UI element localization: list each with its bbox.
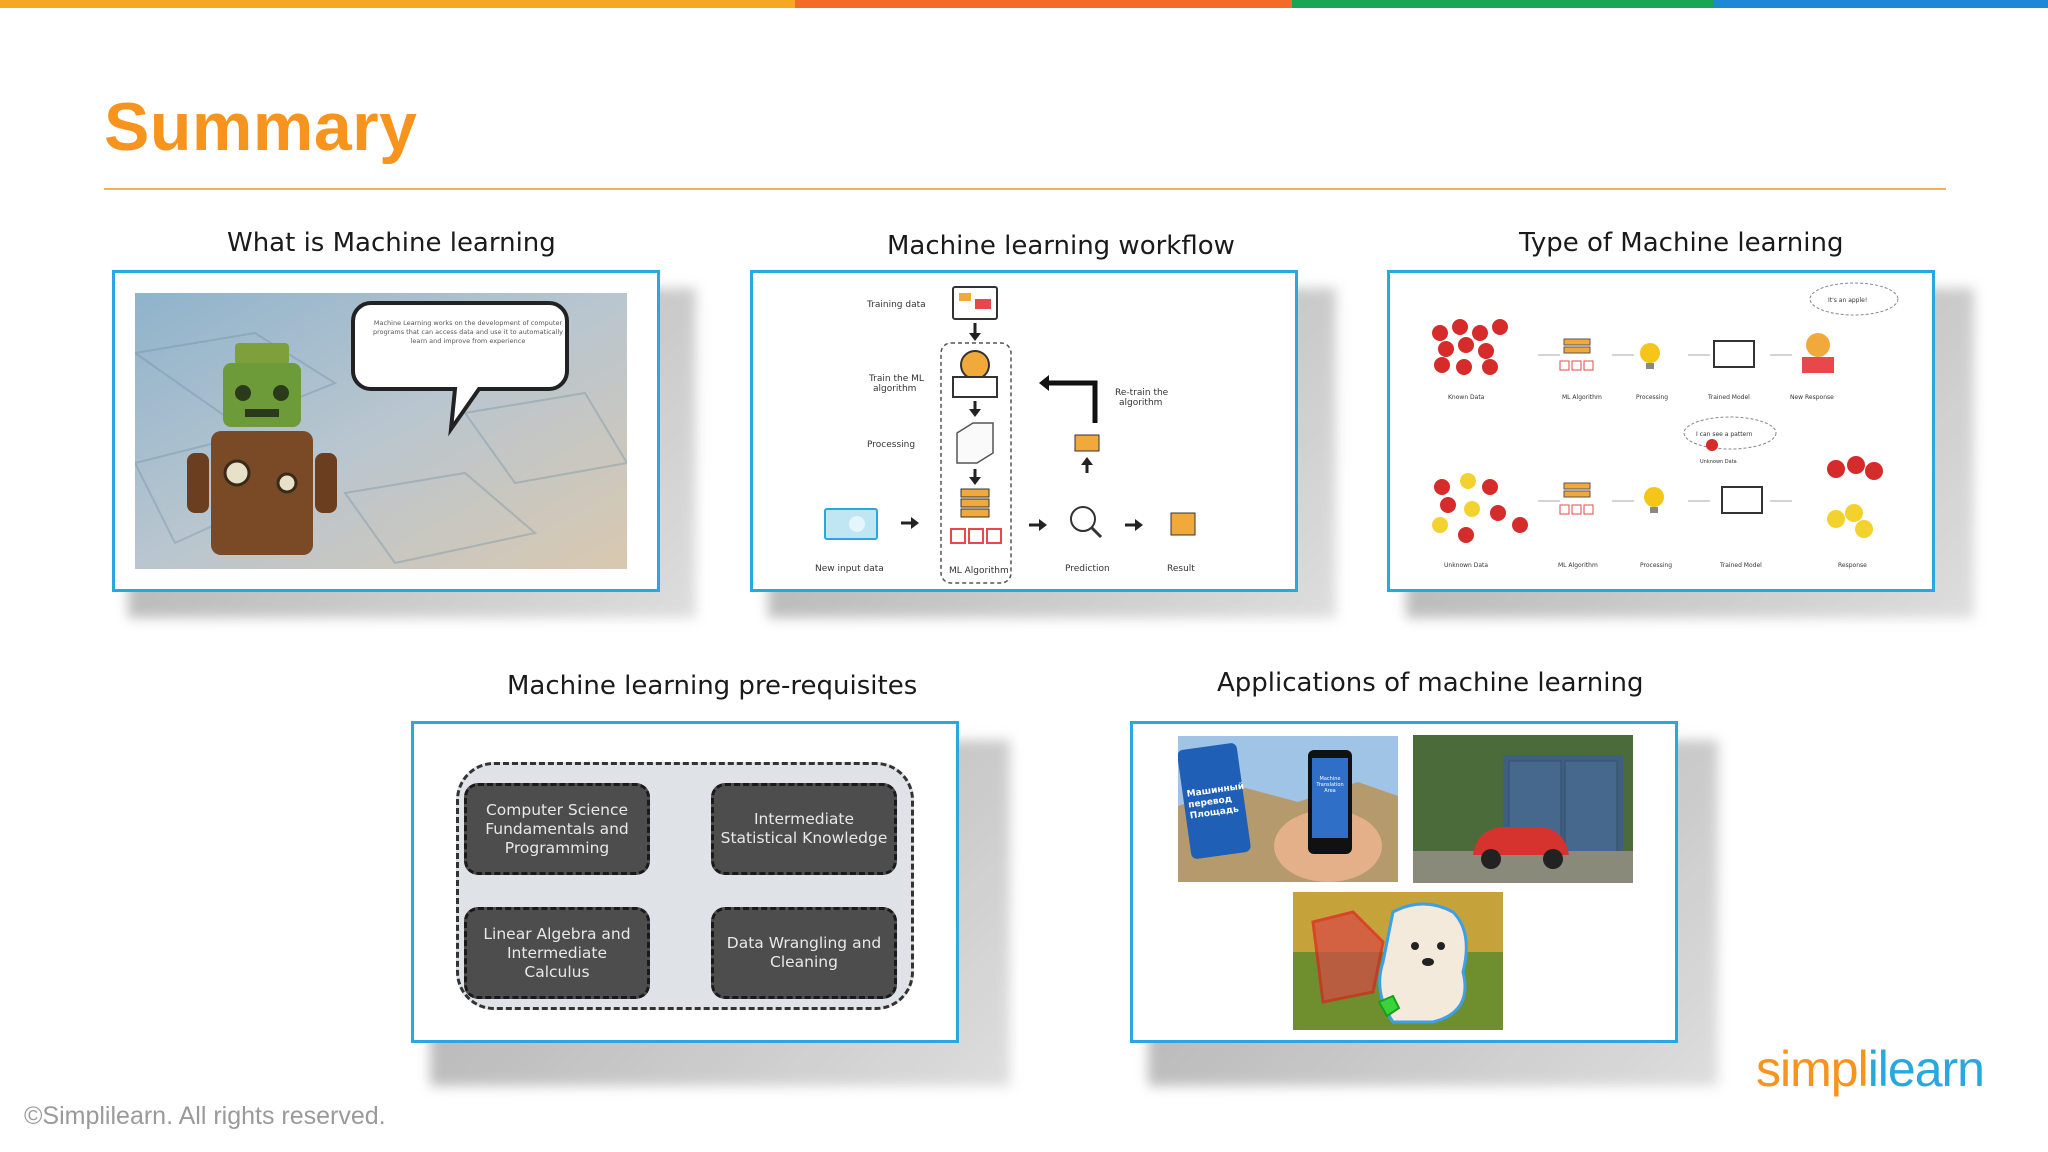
apps-card: Машинный перевод Площадь Machine Transla… (1130, 721, 1678, 1043)
logo-part-learn: learn (1877, 1041, 1985, 1097)
prereq-box-wrangling: Data Wrangling and Cleaning (711, 907, 897, 999)
row1-label-2: ML Algorithm (1562, 394, 1602, 401)
row2-label-2: ML Algorithm (1558, 562, 1598, 569)
bar-segment-green (1292, 0, 1713, 8)
label-processing: Processing (867, 440, 915, 450)
logo-part-sep: i (1867, 1041, 1879, 1097)
types-card: Known Data ML Algorithm Processing Train… (1387, 270, 1935, 592)
speech-bubble (351, 301, 569, 437)
translation-photo: Машинный перевод Площадь Machine Transla… (1178, 736, 1398, 882)
bar-segment-blue (1713, 0, 2048, 8)
phone-text: Machine Translation Area (1316, 776, 1344, 794)
row2-label-4: Trained Model (1719, 562, 1762, 569)
label-training-data: Training data (866, 300, 926, 310)
label-prediction: Prediction (1065, 564, 1110, 574)
row1-label-5: New Response (1790, 394, 1834, 401)
row2-label-5: Response (1838, 562, 1867, 569)
types-diagram: Known Data ML Algorithm Processing Train… (1432, 282, 1899, 569)
row1-label-1: Known Data (1448, 394, 1485, 401)
workflow-caption: Machine learning workflow (887, 231, 1235, 261)
what-is-ml-card: Machine Learning works on the developmen… (112, 270, 660, 592)
bubble-apple: It's an apple! (1828, 297, 1867, 304)
label-new-input: New input data (815, 564, 884, 574)
prereq-box-cs: Computer Science Fundamentals and Progra… (464, 783, 650, 875)
row1-label-4: Trained Model (1707, 394, 1750, 401)
copyright-footer: ©Simplilearn. All rights reserved. (24, 1102, 386, 1130)
simplilearn-logo: simplilearn (1756, 1040, 1985, 1098)
label-ml-algorithm: ML Algorithm (949, 566, 1009, 576)
bar-segment-yellow (0, 0, 795, 8)
what-is-ml-caption: What is Machine learning (227, 228, 556, 258)
prereq-box-stats: Intermediate Statistical Knowledge (711, 783, 897, 875)
row2-label-3: Processing (1640, 562, 1672, 569)
segmentation-photo (1293, 892, 1503, 1030)
car-photo (1413, 735, 1633, 883)
title-divider (104, 188, 1946, 190)
sign-text: Машинный перевод Площадь (1186, 781, 1245, 822)
top-color-bar (0, 0, 2048, 8)
apps-caption: Applications of machine learning (1217, 668, 1644, 698)
robot-body (211, 431, 313, 555)
robot-hat (235, 343, 289, 365)
row2-label-1: Unknown Data (1444, 562, 1488, 569)
logo-part-simpl: simpl (1756, 1041, 1869, 1097)
robot-head (223, 363, 301, 427)
mid-unknown-label: Unknown Data (1700, 459, 1737, 465)
types-caption: Type of Machine learning (1519, 228, 1844, 258)
speech-bubble-text: Machine Learning works on the developmen… (372, 319, 564, 345)
car-shape (1473, 827, 1569, 855)
label-result: Result (1167, 564, 1195, 574)
prereq-box-linalg: Linear Algebra and Intermediate Calculus (464, 907, 650, 999)
bubble-pattern: I can see a pattern (1696, 431, 1753, 438)
prereq-dashed-frame: Computer Science Fundamentals and Progra… (456, 762, 914, 1010)
prereq-caption: Machine learning pre-requisites (507, 671, 918, 701)
bar-segment-orange (795, 0, 1292, 8)
slide-title: Summary (104, 89, 418, 165)
robot-photo: Machine Learning works on the developmen… (135, 293, 627, 569)
row1-label-3: Processing (1636, 394, 1668, 401)
